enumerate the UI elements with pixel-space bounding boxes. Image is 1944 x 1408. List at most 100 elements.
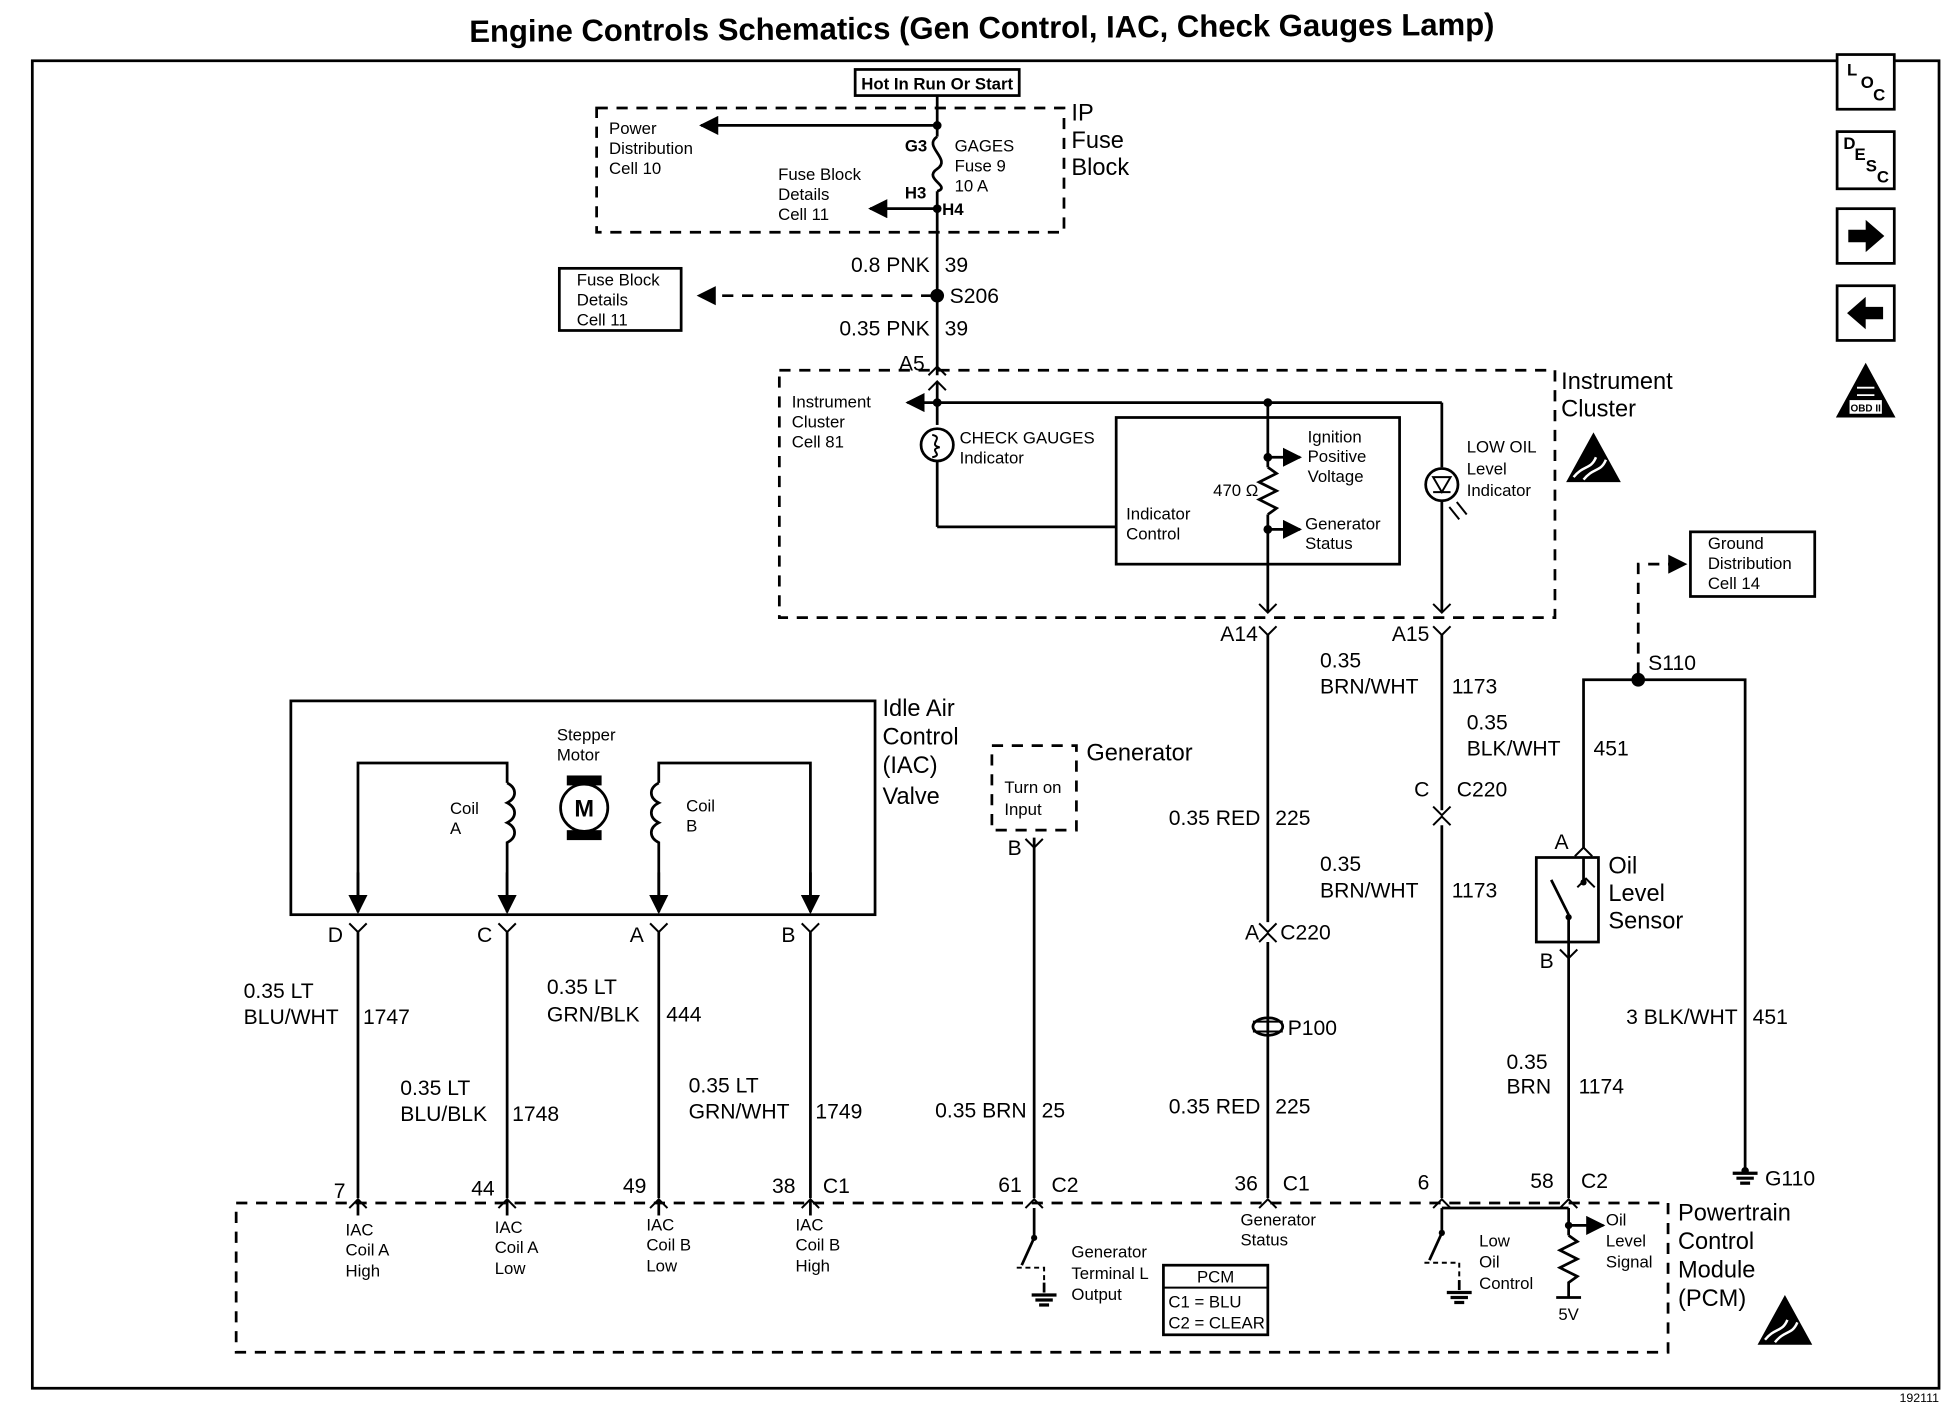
oil-level-signal-label: Oil Level Signal [1606,1210,1653,1271]
gages-fuse [931,135,943,193]
desc-button[interactable]: D E S C [1835,130,1896,191]
svg-text:Terminal L: Terminal L [1071,1264,1148,1283]
power-distribution-ref[interactable]: Power Distribution Cell 10 [609,119,693,178]
svg-text:Sensor: Sensor [1608,908,1683,934]
instrument-cluster-boundary [777,368,1557,619]
svg-text:Low: Low [646,1256,678,1275]
svg-text:Control: Control [1678,1229,1754,1255]
svg-text:1173: 1173 [1452,879,1497,902]
svg-text:1748: 1748 [512,1103,559,1126]
svg-text:Level: Level [1467,460,1507,479]
svg-text:(PCM): (PCM) [1678,1286,1746,1312]
svg-text:Power: Power [609,119,657,138]
pcm-pin: 36 [1234,1173,1258,1196]
ground-distribution-ref[interactable]: Ground Distribution Cell 14 [1689,530,1817,598]
svg-text:Oil: Oil [1479,1253,1500,1272]
svg-text:Level: Level [1606,1232,1646,1251]
svg-text:E: E [1855,145,1866,164]
iac-valve-box [289,699,877,917]
svg-text:GRN/WHT: GRN/WHT [689,1101,790,1124]
instrument-cluster-cell-ref[interactable]: Instrument Cluster Cell 81 [792,393,872,452]
splice-s206 [930,288,945,303]
loc-button[interactable]: L O C [1835,53,1896,111]
ignition-voltage-label: Ignition Positive Voltage [1308,427,1367,486]
svg-text:BLU/BLK: BLU/BLK [400,1103,487,1126]
generator-status-label: Generator Status [1305,514,1381,553]
stepper-motor-icon: M [559,775,610,841]
svg-text:Motor: Motor [557,746,600,765]
svg-text:High: High [346,1261,380,1280]
svg-text:Distribution: Distribution [1708,554,1792,573]
svg-text:GAGES: GAGES [955,137,1015,156]
svg-text:CHECK GAUGES: CHECK GAUGES [960,429,1095,448]
connector-pin: A5 [899,352,925,375]
fuse-block-details-ref-outer[interactable]: Fuse Block Details Cell 11 [557,266,683,332]
connector-pin: C [477,924,492,947]
svg-text:P100: P100 [1288,1017,1337,1040]
page-frame [30,59,1941,1390]
svg-text:Module: Module [1678,1258,1755,1284]
svg-text:Instrument: Instrument [1561,369,1673,395]
svg-text:IAC: IAC [495,1218,523,1237]
svg-text:Low: Low [1479,1232,1511,1251]
svg-text:Block: Block [1071,155,1129,181]
svg-text:Output: Output [1071,1285,1122,1304]
circuit-number: 39 [945,317,969,340]
svg-text:0.35: 0.35 [1320,649,1361,672]
connector-pin: C [1414,779,1429,802]
oil-level-switch [1549,857,1596,943]
svg-text:0.35: 0.35 [1320,853,1361,876]
svg-text:Cluster: Cluster [792,412,846,431]
check-gauges-indicator-label: CHECK GAUGES Indicator [960,429,1095,468]
pcm-pin: 61 [998,1174,1021,1197]
pcm-generator-status-label: Generator Status [1240,1210,1316,1249]
pcm-boundary [234,1201,1670,1354]
svg-text:0.35 LT: 0.35 LT [689,1074,759,1097]
svg-text:OBD II: OBD II [1851,403,1882,414]
svg-text:IP: IP [1071,100,1093,126]
svg-text:Cell 11: Cell 11 [577,311,628,330]
svg-text:Low: Low [495,1259,527,1278]
pcm-pin: 49 [623,1175,647,1198]
svg-text:IAC: IAC [346,1220,374,1239]
svg-text:Cell 11: Cell 11 [778,205,829,224]
hot-in-run-label: Hot In Run Or Start [853,68,1021,97]
svg-text:BRN: BRN [1506,1076,1551,1099]
svg-text:GRN/BLK: GRN/BLK [547,1004,640,1027]
svg-text:Valve: Valve [883,784,940,810]
wire-label: 0.8 PNK [851,254,930,277]
obd-ii-button[interactable]: OBD II [1835,362,1896,418]
svg-text:10 A: 10 A [955,176,989,195]
svg-text:Coil A: Coil A [346,1240,391,1259]
figure-number: 192111 [1899,1391,1939,1405]
svg-text:225: 225 [1275,807,1310,830]
svg-text:S: S [1866,156,1877,175]
svg-text:Control: Control [1479,1274,1533,1293]
svg-text:PCM: PCM [1197,1268,1234,1287]
svg-text:Cell 81: Cell 81 [792,432,844,451]
svg-text:BLU/WHT: BLU/WHT [244,1006,339,1029]
svg-text:0.35: 0.35 [1467,711,1508,734]
svg-text:Generator: Generator [1305,514,1381,533]
svg-text:Hot In Run Or Start: Hot In Run Or Start [861,74,1013,93]
prev-page-button[interactable] [1835,284,1896,342]
svg-text:451: 451 [1593,738,1628,761]
pcm-pin: 6 [1418,1171,1430,1194]
svg-text:3 BLK/WHT: 3 BLK/WHT [1626,1006,1738,1029]
svg-text:25: 25 [1042,1099,1066,1122]
svg-text:Control: Control [1126,524,1180,543]
svg-text:Powertrain: Powertrain [1678,1200,1791,1226]
svg-text:Cluster: Cluster [1561,396,1636,422]
generator-boundary [990,744,1078,832]
svg-text:Coil: Coil [450,799,479,818]
circuit-number: 39 [945,254,969,277]
pcm-iac-labels: IAC Coil A High IAC Coil A Low IAC Coil … [346,1215,841,1280]
pcm-pin: 7 [334,1180,346,1203]
fuse-block-details-ref-inner[interactable]: Fuse Block Details Cell 11 [778,165,862,224]
svg-text:L: L [1847,61,1857,80]
next-page-button[interactable] [1835,207,1896,265]
svg-text:Positive: Positive [1308,447,1367,466]
svg-text:0.35 RED: 0.35 RED [1169,807,1261,830]
instrument-cluster-label: Instrument Cluster [1561,369,1673,484]
